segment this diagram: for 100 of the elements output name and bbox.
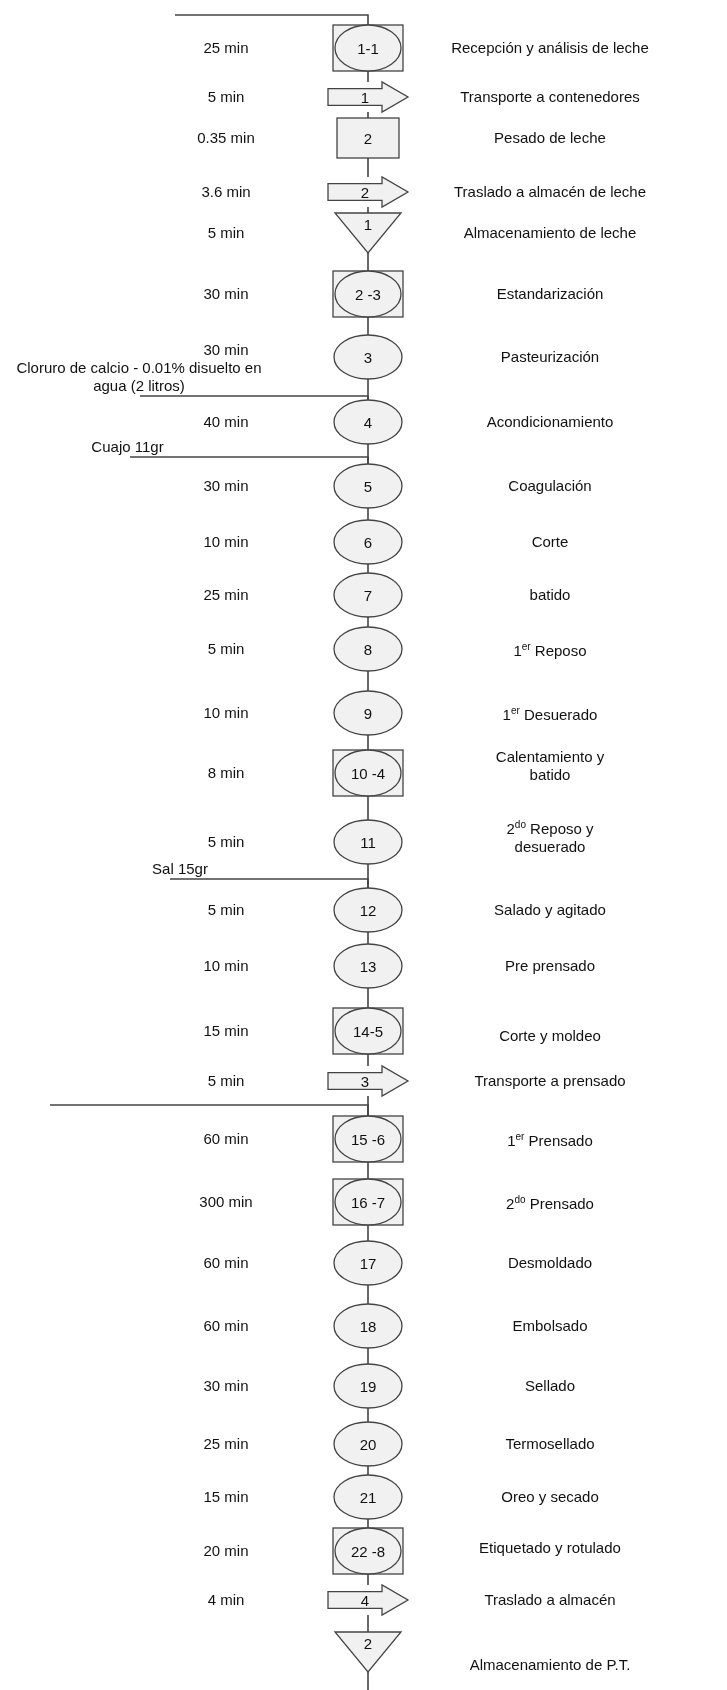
operation-circle: 18 bbox=[334, 1304, 402, 1348]
operation-circle: 12 bbox=[334, 888, 402, 932]
input-line bbox=[174, 14, 369, 26]
flow-line bbox=[367, 1573, 369, 1586]
step-description: Termosellado bbox=[504, 1435, 596, 1453]
flow-line bbox=[367, 206, 369, 214]
flow-line bbox=[367, 1518, 369, 1529]
time-label: 5 min bbox=[206, 88, 246, 106]
time-label: 40 min bbox=[202, 413, 250, 431]
combined-operation-symbol: 16 -7 bbox=[333, 1179, 403, 1225]
operation-circle: 11 bbox=[334, 820, 402, 864]
step-description: Transporte a prensado bbox=[473, 1072, 627, 1090]
time-label: 30 min bbox=[202, 1377, 250, 1395]
time-label: 0.35 min bbox=[196, 129, 256, 147]
transport-symbol: 1 bbox=[328, 82, 408, 112]
operation-circle: 4 bbox=[334, 400, 402, 444]
step-description: Calentamiento y batido bbox=[494, 748, 606, 784]
flow-line bbox=[367, 111, 369, 119]
step-description: Acondicionamiento bbox=[485, 413, 615, 431]
time-label: 15 min bbox=[202, 1488, 250, 1506]
flow-line bbox=[367, 507, 369, 521]
flow-line bbox=[367, 1053, 369, 1067]
inspection-square: 2 bbox=[337, 118, 399, 158]
time-label: 4 min bbox=[206, 1591, 246, 1609]
step-description: Traslado a almacén de leche bbox=[452, 183, 648, 201]
flow-line bbox=[367, 670, 369, 692]
flow-line bbox=[367, 616, 369, 628]
step-description: Sellado bbox=[523, 1377, 576, 1395]
flow-line bbox=[367, 734, 369, 751]
flow-line bbox=[367, 1465, 369, 1476]
step-description: 1$^{er}$ Desuerado bbox=[501, 704, 599, 724]
time-label: 30 min bbox=[202, 477, 250, 495]
storage-triangle: 1 bbox=[335, 213, 401, 253]
flow-line bbox=[367, 1671, 369, 1690]
step-description: 1$^{er}$ Prensado bbox=[506, 1130, 594, 1150]
flow-line bbox=[367, 1347, 369, 1365]
operation-circle: 6 bbox=[334, 520, 402, 564]
time-label: 300 min bbox=[198, 1193, 254, 1211]
flow-line bbox=[367, 70, 369, 83]
step-description: Embolsado bbox=[511, 1317, 589, 1335]
flow-line bbox=[367, 795, 369, 821]
flow-line bbox=[367, 1224, 369, 1242]
flow-line bbox=[367, 987, 369, 1009]
operation-circle: 8 bbox=[334, 627, 402, 671]
time-label: 3.6 min bbox=[200, 183, 252, 201]
time-label: 5 min bbox=[206, 1072, 246, 1090]
input-line bbox=[129, 456, 369, 465]
time-label: 8 min bbox=[206, 764, 246, 782]
step-description: Desmoldado bbox=[506, 1254, 594, 1272]
combined-operation-symbol: 2 -3 bbox=[333, 271, 403, 317]
time-label: 25 min bbox=[202, 39, 250, 57]
combined-operation-symbol: 1-1 bbox=[333, 25, 403, 71]
flow-line bbox=[367, 931, 369, 945]
step-description: 2$^{do}$ Reposo y desuerado bbox=[505, 818, 595, 856]
time-label: 60 min bbox=[202, 1317, 250, 1335]
step-description: Recepción y análisis de leche bbox=[450, 39, 650, 57]
step-description: 1$^{er}$ Reposo bbox=[512, 640, 588, 660]
operation-circle: 13 bbox=[334, 944, 402, 988]
combined-operation-symbol: 22 -8 bbox=[333, 1528, 403, 1574]
time-label: 5 min bbox=[206, 901, 246, 919]
step-description: Coagulación bbox=[507, 477, 593, 495]
time-label: 60 min bbox=[202, 1130, 250, 1148]
step-description: batido bbox=[528, 586, 572, 604]
time-label: 25 min bbox=[202, 586, 250, 604]
time-label: 15 min bbox=[202, 1022, 250, 1040]
step-description: Corte bbox=[530, 533, 570, 551]
combined-operation-symbol: 14-5 bbox=[333, 1008, 403, 1054]
flow-line bbox=[367, 1407, 369, 1423]
operation-circle: 17 bbox=[334, 1241, 402, 1285]
flow-line bbox=[367, 1614, 369, 1633]
transport-symbol: 4 bbox=[328, 1585, 408, 1615]
operation-circle: 3 bbox=[334, 335, 402, 379]
step-description: Salado y agitado bbox=[493, 901, 607, 919]
time-label: 60 min bbox=[202, 1254, 250, 1272]
operation-circle: 5 bbox=[334, 464, 402, 508]
time-label: 10 min bbox=[202, 957, 250, 975]
input-line bbox=[49, 1104, 369, 1117]
time-label: 5 min bbox=[206, 224, 246, 242]
operation-circle: 21 bbox=[334, 1475, 402, 1519]
time-label: 10 min bbox=[202, 704, 250, 722]
transport-symbol: 2 bbox=[328, 177, 408, 207]
storage-triangle: 2 bbox=[335, 1632, 401, 1672]
step-description: Pre prensado bbox=[503, 957, 597, 975]
step-description: Almacenamiento de P.T. bbox=[468, 1656, 632, 1674]
step-description: Traslado a almacén bbox=[483, 1591, 617, 1609]
combined-operation-symbol: 10 -4 bbox=[333, 750, 403, 796]
flow-line bbox=[367, 252, 369, 272]
combined-operation-symbol: 15 -6 bbox=[333, 1116, 403, 1162]
flow-line bbox=[367, 157, 369, 178]
step-description: Transporte a contenedores bbox=[459, 88, 641, 106]
transport-symbol: 3 bbox=[328, 1066, 408, 1096]
flow-line bbox=[367, 316, 369, 336]
input-line bbox=[139, 395, 369, 401]
step-description: Oreo y secado bbox=[500, 1488, 600, 1506]
step-description: Corte y moldeo bbox=[498, 1027, 602, 1045]
time-label: 20 min bbox=[202, 1542, 250, 1560]
step-description: Pesado de leche bbox=[493, 129, 607, 147]
step-description: 2$^{do}$ Prensado bbox=[505, 1193, 595, 1213]
time-label: 10 min bbox=[202, 533, 250, 551]
flow-line bbox=[367, 1284, 369, 1305]
